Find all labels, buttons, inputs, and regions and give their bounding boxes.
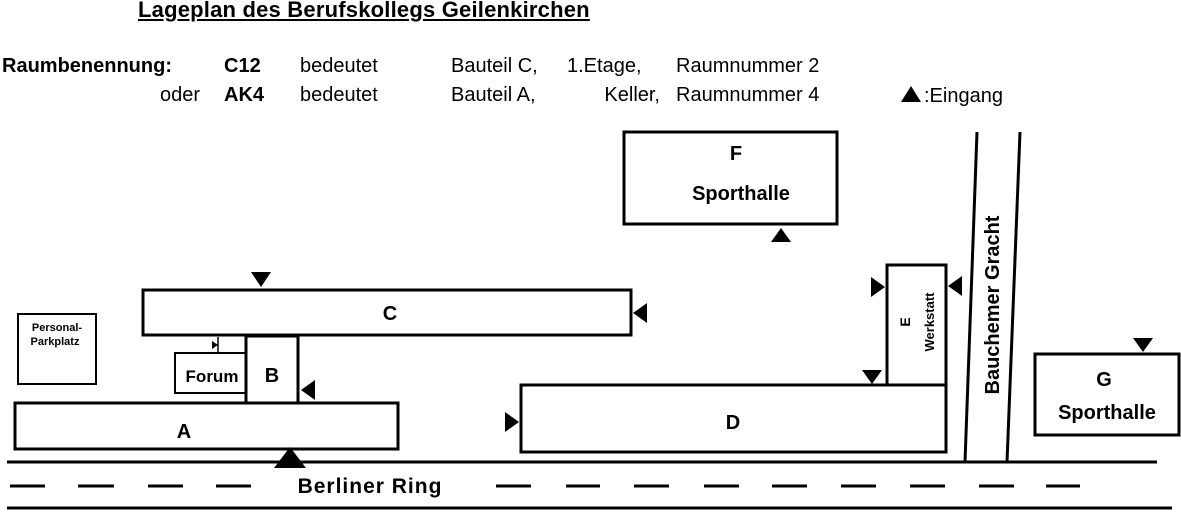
legend-entrance-icon: [901, 86, 921, 102]
legend-room-2: Raumnummer 4: [676, 84, 820, 106]
staff-parking-lot[interactable]: [17, 313, 97, 385]
building-d[interactable]: [519, 383, 948, 454]
staff-parking-label-line2: Parkplatz: [31, 336, 80, 348]
entrance-icon: [633, 303, 647, 323]
bauchemer-gracht-edge-left: [963, 131, 979, 463]
building-b[interactable]: [244, 334, 300, 405]
legend-level-2: Keller,: [604, 84, 660, 106]
entrance-icon: [251, 272, 271, 287]
entrance-icon: [301, 380, 315, 400]
building-f-sublabel: Sporthalle: [692, 183, 790, 205]
building-g-sublabel: Sporthalle: [1058, 402, 1156, 424]
forum-label: Forum: [186, 367, 239, 386]
legend-verb-1: bedeutet: [300, 55, 378, 77]
forum[interactable]: [174, 352, 247, 394]
legend-example-code-1: C12: [224, 55, 261, 77]
street-label-bauchemer-gracht: Bauchemer Gracht: [982, 215, 1004, 394]
entrance-icon: [212, 341, 218, 349]
legend-entrance-label: :Eingang: [924, 85, 1003, 107]
entrance-icon: [771, 228, 791, 242]
legend-part-1: Bauteil C,: [451, 55, 538, 77]
building-c-label: C: [383, 303, 397, 325]
building-f[interactable]: [622, 130, 839, 226]
legend-part-2: Bauteil A,: [451, 84, 536, 106]
building-g-label: G: [1096, 369, 1112, 391]
legend-or-label: oder: [159, 84, 200, 106]
entrance-icon: [862, 370, 882, 384]
building-c[interactable]: [141, 288, 633, 337]
legend-room-1: Raumnummer 2: [676, 55, 820, 77]
entrance-icon: [505, 412, 519, 432]
legend-example-code-2: AK4: [224, 84, 265, 106]
building-e-label: E: [897, 317, 913, 326]
building-b-label: B: [265, 365, 279, 387]
building-f-label: F: [730, 143, 742, 165]
building-g[interactable]: [1033, 352, 1181, 437]
entrance-icon: [871, 277, 885, 297]
building-e-sublabel: Werkstatt: [922, 292, 937, 352]
legend-level-1: 1.Etage,: [567, 55, 642, 77]
map-title: Lageplan des Berufskollegs Geilenkirchen: [138, 0, 590, 22]
legend-verb-2: bedeutet: [300, 84, 378, 106]
building-a-label: A: [177, 421, 191, 443]
staff-parking-label-line1: Personal-: [32, 322, 82, 334]
street-label-berliner-ring: Berliner Ring: [298, 475, 443, 498]
building-a[interactable]: [13, 401, 400, 451]
building-e[interactable]: [885, 263, 948, 387]
entrance-icon: [948, 276, 962, 296]
building-d-label: D: [726, 412, 740, 434]
entrance-icon: [1133, 338, 1153, 352]
legend-room-naming-label: Raumbenennung:: [2, 55, 172, 77]
bauchemer-gracht-edge-right: [1005, 131, 1022, 463]
